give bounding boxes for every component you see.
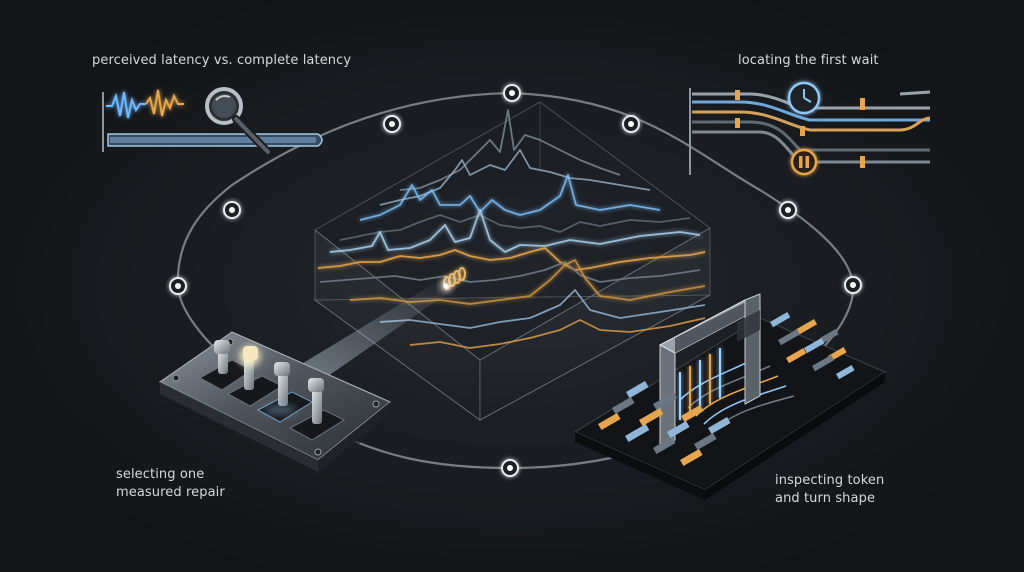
loop-node bbox=[844, 276, 862, 294]
loop-node bbox=[501, 459, 519, 477]
loop-node bbox=[779, 201, 797, 219]
lever-switch-panel-icon bbox=[158, 331, 392, 478]
loop-nodes bbox=[169, 84, 862, 477]
lever-slot bbox=[226, 346, 284, 407]
token-rows-left bbox=[598, 381, 731, 467]
loop-node bbox=[622, 115, 640, 133]
token-gate-icon bbox=[573, 293, 887, 500]
label-locating-first-wait: locating the first wait bbox=[738, 53, 879, 68]
label-perceived-vs-complete-latency: perceived latency vs. complete latency bbox=[92, 53, 352, 68]
waveform-magnifier-icon bbox=[102, 87, 323, 156]
loop-node bbox=[503, 84, 521, 102]
label-line: measured repair bbox=[116, 485, 225, 500]
loop-node bbox=[223, 201, 241, 219]
loop-node bbox=[383, 115, 401, 133]
timeline-clock-pause-icon bbox=[689, 81, 931, 176]
lever-slot bbox=[288, 378, 346, 441]
label-line: and turn shape bbox=[775, 491, 876, 506]
label-line: selecting one bbox=[116, 467, 205, 482]
label-selecting-measured-repair: selecting one measured repair bbox=[116, 466, 225, 502]
token-rows-right bbox=[769, 312, 855, 380]
label-line: inspecting token bbox=[775, 473, 885, 488]
lever-slot bbox=[256, 362, 314, 423]
label-inspecting-token-turn-shape: inspecting token and turn shape bbox=[775, 472, 884, 508]
loop-node bbox=[169, 277, 187, 295]
